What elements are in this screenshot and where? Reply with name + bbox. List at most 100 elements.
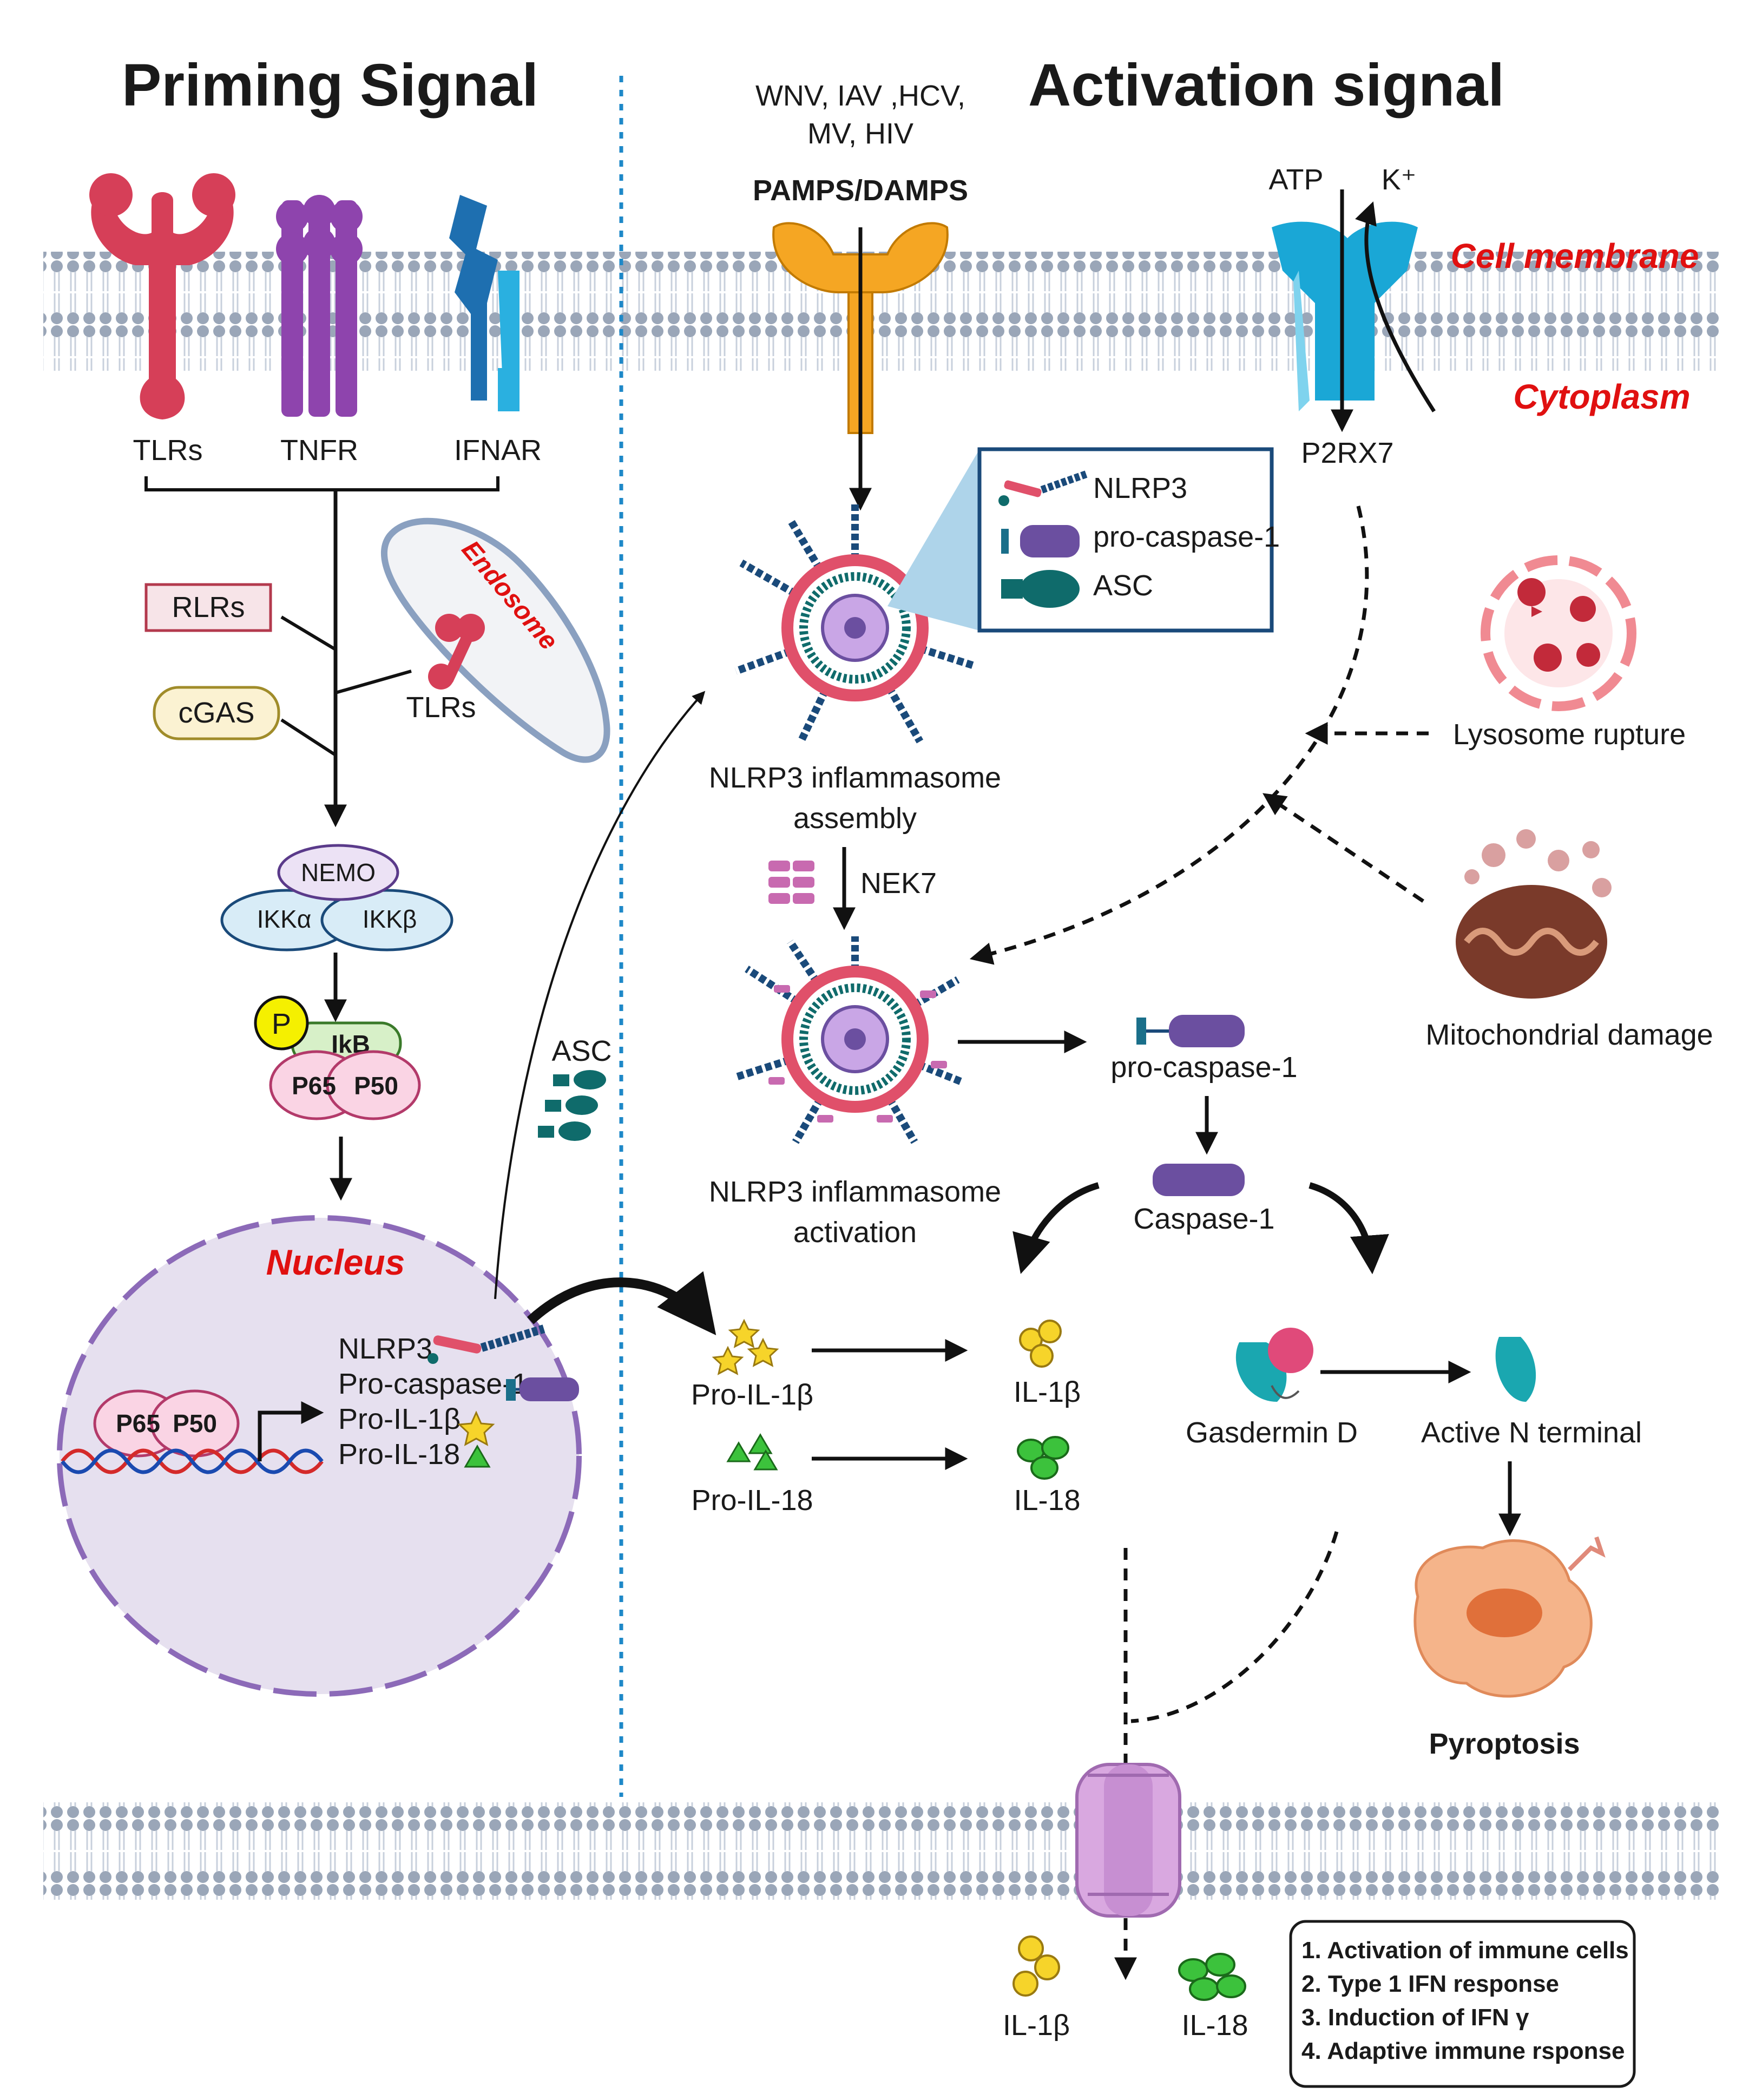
- legend-procasp-label: pro-caspase-1: [1093, 521, 1280, 553]
- legend-asc-icon: [1001, 570, 1080, 608]
- k-efflux-arrow: [1355, 201, 1436, 412]
- pro-il18-label: Pro-IL-18: [691, 1484, 813, 1517]
- nucleus-procasp-icon: [506, 1377, 579, 1401]
- procaspase-label: pro-caspase-1: [1110, 1051, 1297, 1084]
- il18-mature-icon: [1017, 1436, 1069, 1480]
- gene-proil18: Pro-IL-18: [338, 1438, 460, 1471]
- tnfr-receptor-icon: [276, 195, 363, 417]
- ikka-label: IKKα: [257, 905, 312, 933]
- gsdmd-pore-icon: [1075, 1763, 1181, 1918]
- il1b-mature-icon: [1019, 1320, 1062, 1368]
- nlrp3-assembly-icon: [734, 503, 976, 744]
- legend-asc-label: ASC: [1093, 569, 1153, 602]
- procaspase-icon: [1136, 1015, 1245, 1047]
- gene-procasp1: Pro-caspase-1: [338, 1368, 528, 1400]
- cell-membrane-bottom: [43, 1802, 1721, 1900]
- activation-line1: NLRP3 inflammasome: [709, 1176, 1001, 1208]
- asc-free-label: ASC: [551, 1035, 612, 1067]
- virus-line1: WNV, IAV ,HCV,: [755, 80, 965, 112]
- released-il18-icon: [1178, 1953, 1246, 2001]
- pore-formation-dashed-line: [1130, 1531, 1339, 1723]
- nek7-icon: [768, 861, 814, 904]
- nucleus-star-icon: [457, 1410, 495, 1446]
- pro-il1b-stars-icon: [712, 1318, 779, 1375]
- dna-helix-icon: [61, 1448, 324, 1474]
- endosome-shape: [381, 517, 610, 763]
- p2rx7-label: P2RX7: [1301, 437, 1393, 469]
- phospho-label: P: [272, 1008, 291, 1040]
- outcome-2: 2. Type 1 IFN response: [1301, 1971, 1559, 1997]
- lysosome-label: Lysosome rupture: [1453, 718, 1686, 751]
- rlrs-label: RLRs: [172, 591, 245, 624]
- caspase-label: Caspase-1: [1133, 1203, 1274, 1235]
- k-plus-label: K⁺: [1382, 163, 1417, 196]
- outcomes-box: [1289, 1920, 1636, 2088]
- outcome-1: 1. Activation of immune cells: [1301, 1937, 1629, 1964]
- transcription-arrow: [258, 1401, 324, 1461]
- priming-title: Priming Signal: [122, 52, 538, 119]
- p65-label: P65: [292, 1072, 336, 1100]
- il1b-label: IL-1β: [1014, 1376, 1081, 1408]
- assembly-line1: NLRP3 inflammasome: [709, 762, 1001, 794]
- cytoplasm-label: Cytoplasm: [1513, 377, 1690, 416]
- receptor-bracket: [144, 476, 499, 491]
- legend-procasp-icon: [1001, 525, 1080, 557]
- outcome-4: 4. Adaptive immune rsponse: [1301, 2038, 1625, 2064]
- il18-label: IL-18: [1014, 1484, 1080, 1517]
- pyroptosis-label: Pyroptosis: [1429, 1728, 1580, 1760]
- pro-il1b-label: Pro-IL-1β: [691, 1379, 813, 1411]
- endosome-tlrs-label: TLRs: [406, 691, 476, 724]
- gasdermin-icon: [1235, 1328, 1313, 1402]
- gsdmd-label: Gasdermin D: [1186, 1416, 1358, 1449]
- p2rx7-channel-icon: [1272, 221, 1418, 411]
- nterm-label: Active N terminal: [1421, 1416, 1642, 1449]
- nucleus-label: Nucleus: [266, 1242, 405, 1282]
- nucleus-nlrp3-icon: [428, 1324, 545, 1364]
- p2rx7-dashed-arrow: [969, 506, 1369, 965]
- virus-line2: MV, HIV: [807, 117, 913, 150]
- nucleus-to-assembly-arrow: [494, 691, 706, 1300]
- nemo-ellipse: [277, 844, 399, 901]
- activation-title: Activation signal: [1028, 52, 1504, 119]
- ikkb-label: IKKβ: [363, 905, 417, 933]
- nucleus-triangle-icon: [464, 1445, 491, 1468]
- endosome-connector: [335, 670, 412, 694]
- ifnar-label: IFNAR: [454, 434, 542, 467]
- released-il18-label: IL-18: [1181, 2009, 1248, 2042]
- ikkb-ellipse: [320, 889, 453, 951]
- zoom-wedge: [887, 449, 979, 631]
- activation-line2: activation: [793, 1216, 917, 1249]
- nterm-icon: [1495, 1337, 1536, 1402]
- cell-membrane-label: Cell membrane: [1451, 237, 1699, 275]
- atp-label: ATP: [1268, 163, 1323, 196]
- p50-label: P50: [354, 1072, 398, 1100]
- gene-nlrp3: NLRP3: [338, 1333, 432, 1365]
- endosomal-tlr-icon: [428, 614, 485, 690]
- cgas-connector: [280, 718, 337, 757]
- nlrp3-active-icon: [734, 936, 965, 1144]
- mitochondria-icon: [1456, 829, 1612, 999]
- p50-ellipse: [326, 1050, 421, 1120]
- assembly-line2: assembly: [793, 802, 917, 835]
- released-il1b-label: IL-1β: [1003, 2009, 1070, 2042]
- nucleus-p65-label: P65: [116, 1409, 160, 1438]
- mito-label: Mitochondrial damage: [1425, 1019, 1713, 1051]
- pyroptosis-cell-icon: [1413, 1536, 1606, 1698]
- gene-proil1b: Pro-IL-1β: [338, 1403, 461, 1435]
- legend-nlrp3-label: NLRP3: [1093, 472, 1187, 504]
- mito-arrow: [1263, 793, 1424, 903]
- cgas-box: [153, 686, 280, 740]
- asc-free-icon: [538, 1070, 606, 1141]
- caspase-icon: [1153, 1164, 1245, 1196]
- outcome-3: 3. Induction of IFN γ: [1301, 2004, 1529, 2031]
- ifnar-receptor-icon: [449, 195, 520, 411]
- nek7-label: NEK7: [860, 867, 937, 900]
- tnfr-label: TNFR: [280, 434, 358, 467]
- nemo-label: NEMO: [301, 858, 376, 887]
- released-il1b-icon: [1012, 1935, 1060, 1997]
- cgas-label: cGAS: [178, 697, 254, 729]
- tlr-receptor-icon: [89, 173, 235, 419]
- rlrs-connector: [280, 615, 337, 651]
- pro-il18-triangles-icon: [726, 1433, 778, 1471]
